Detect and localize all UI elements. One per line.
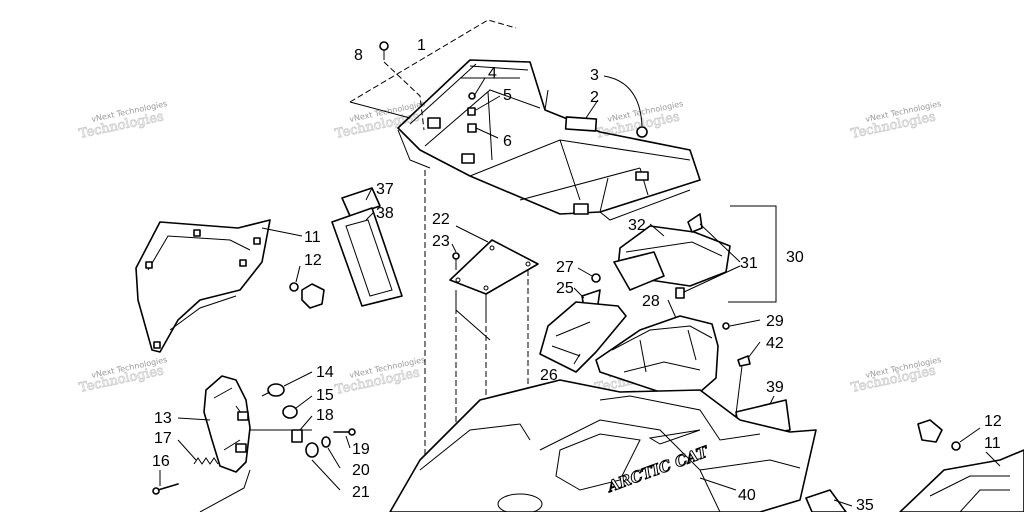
- callout-11: 11: [304, 229, 321, 246]
- leader-bracket: [199, 429, 312, 512]
- part-35: [805, 489, 853, 512]
- callout-1: 1: [417, 37, 426, 54]
- callout-12-right: 12: [984, 413, 1002, 430]
- callout-20: 20: [352, 462, 370, 479]
- storage-tub-28: [595, 299, 719, 393]
- rear-rack: [349, 19, 701, 221]
- callout-6: 6: [503, 133, 512, 150]
- callout-4: 4: [488, 65, 497, 82]
- decal-37-38: [331, 187, 403, 307]
- callout-8: 8: [354, 47, 363, 64]
- callout-26: 26: [540, 367, 558, 384]
- callout-2: 2: [590, 89, 599, 106]
- callout-14: 14: [316, 364, 334, 381]
- screw-29: [722, 319, 761, 330]
- callout-21: 21: [352, 484, 370, 501]
- callout-5: 5: [503, 87, 512, 104]
- callout-28: 28: [642, 293, 660, 310]
- spring-17: [177, 439, 219, 465]
- nut-3: [603, 75, 648, 138]
- decal-2: [564, 99, 599, 132]
- callout-37: 37: [376, 181, 394, 198]
- callout-19: 19: [352, 441, 370, 458]
- storage-lid-32: [613, 223, 731, 291]
- screw-19: [333, 428, 356, 449]
- callout-42: 42: [766, 335, 784, 352]
- rear-fender-40: ARCTIC CAT: [389, 379, 817, 512]
- callout-11-right: 11: [984, 435, 1001, 452]
- pin-16: [152, 470, 179, 495]
- callout-labels: 1 2 3 4 5 6 8 11 12 13 14 15 16 17 18 19…: [152, 37, 1002, 512]
- latch-31: [675, 213, 741, 299]
- callout-40: 40: [738, 487, 756, 504]
- rack-hardware: [467, 77, 501, 139]
- callout-22: 22: [432, 211, 450, 228]
- callout-25: 25: [556, 280, 574, 297]
- fastener-12-left: [289, 265, 325, 309]
- callout-17: 17: [154, 430, 172, 447]
- callout-38: 38: [376, 205, 394, 222]
- callout-39: 39: [766, 379, 784, 396]
- bracket-30: [728, 205, 777, 303]
- console-26: [539, 301, 627, 373]
- callout-31: 31: [740, 255, 758, 272]
- bolt-8: [379, 41, 425, 131]
- callout-3: 3: [590, 67, 599, 84]
- nut-27: [577, 267, 601, 283]
- grommet-18: [291, 415, 313, 443]
- callout-29: 29: [766, 313, 784, 330]
- callout-23: 23: [432, 233, 450, 250]
- bulb-14: [261, 371, 313, 397]
- callout-32: 32: [628, 217, 646, 234]
- screw-23: [451, 243, 460, 270]
- taillight-housing-13: [177, 375, 251, 473]
- callout-16: 16: [152, 453, 170, 470]
- bulb-15: [282, 395, 313, 419]
- callout-18: 18: [316, 407, 334, 424]
- callout-30: 30: [786, 249, 804, 266]
- side-panel-right: [899, 449, 1024, 512]
- callout-15: 15: [316, 387, 334, 404]
- callout-27: 27: [556, 259, 574, 276]
- washer-20: [321, 436, 341, 469]
- callout-13: 13: [154, 410, 172, 427]
- callout-35: 35: [856, 497, 874, 512]
- fastener-12-right: [917, 419, 981, 451]
- callout-12: 12: [304, 252, 322, 269]
- cover-plate-22: [449, 225, 539, 341]
- washer-21: [305, 442, 341, 491]
- side-panel-left: [135, 219, 303, 353]
